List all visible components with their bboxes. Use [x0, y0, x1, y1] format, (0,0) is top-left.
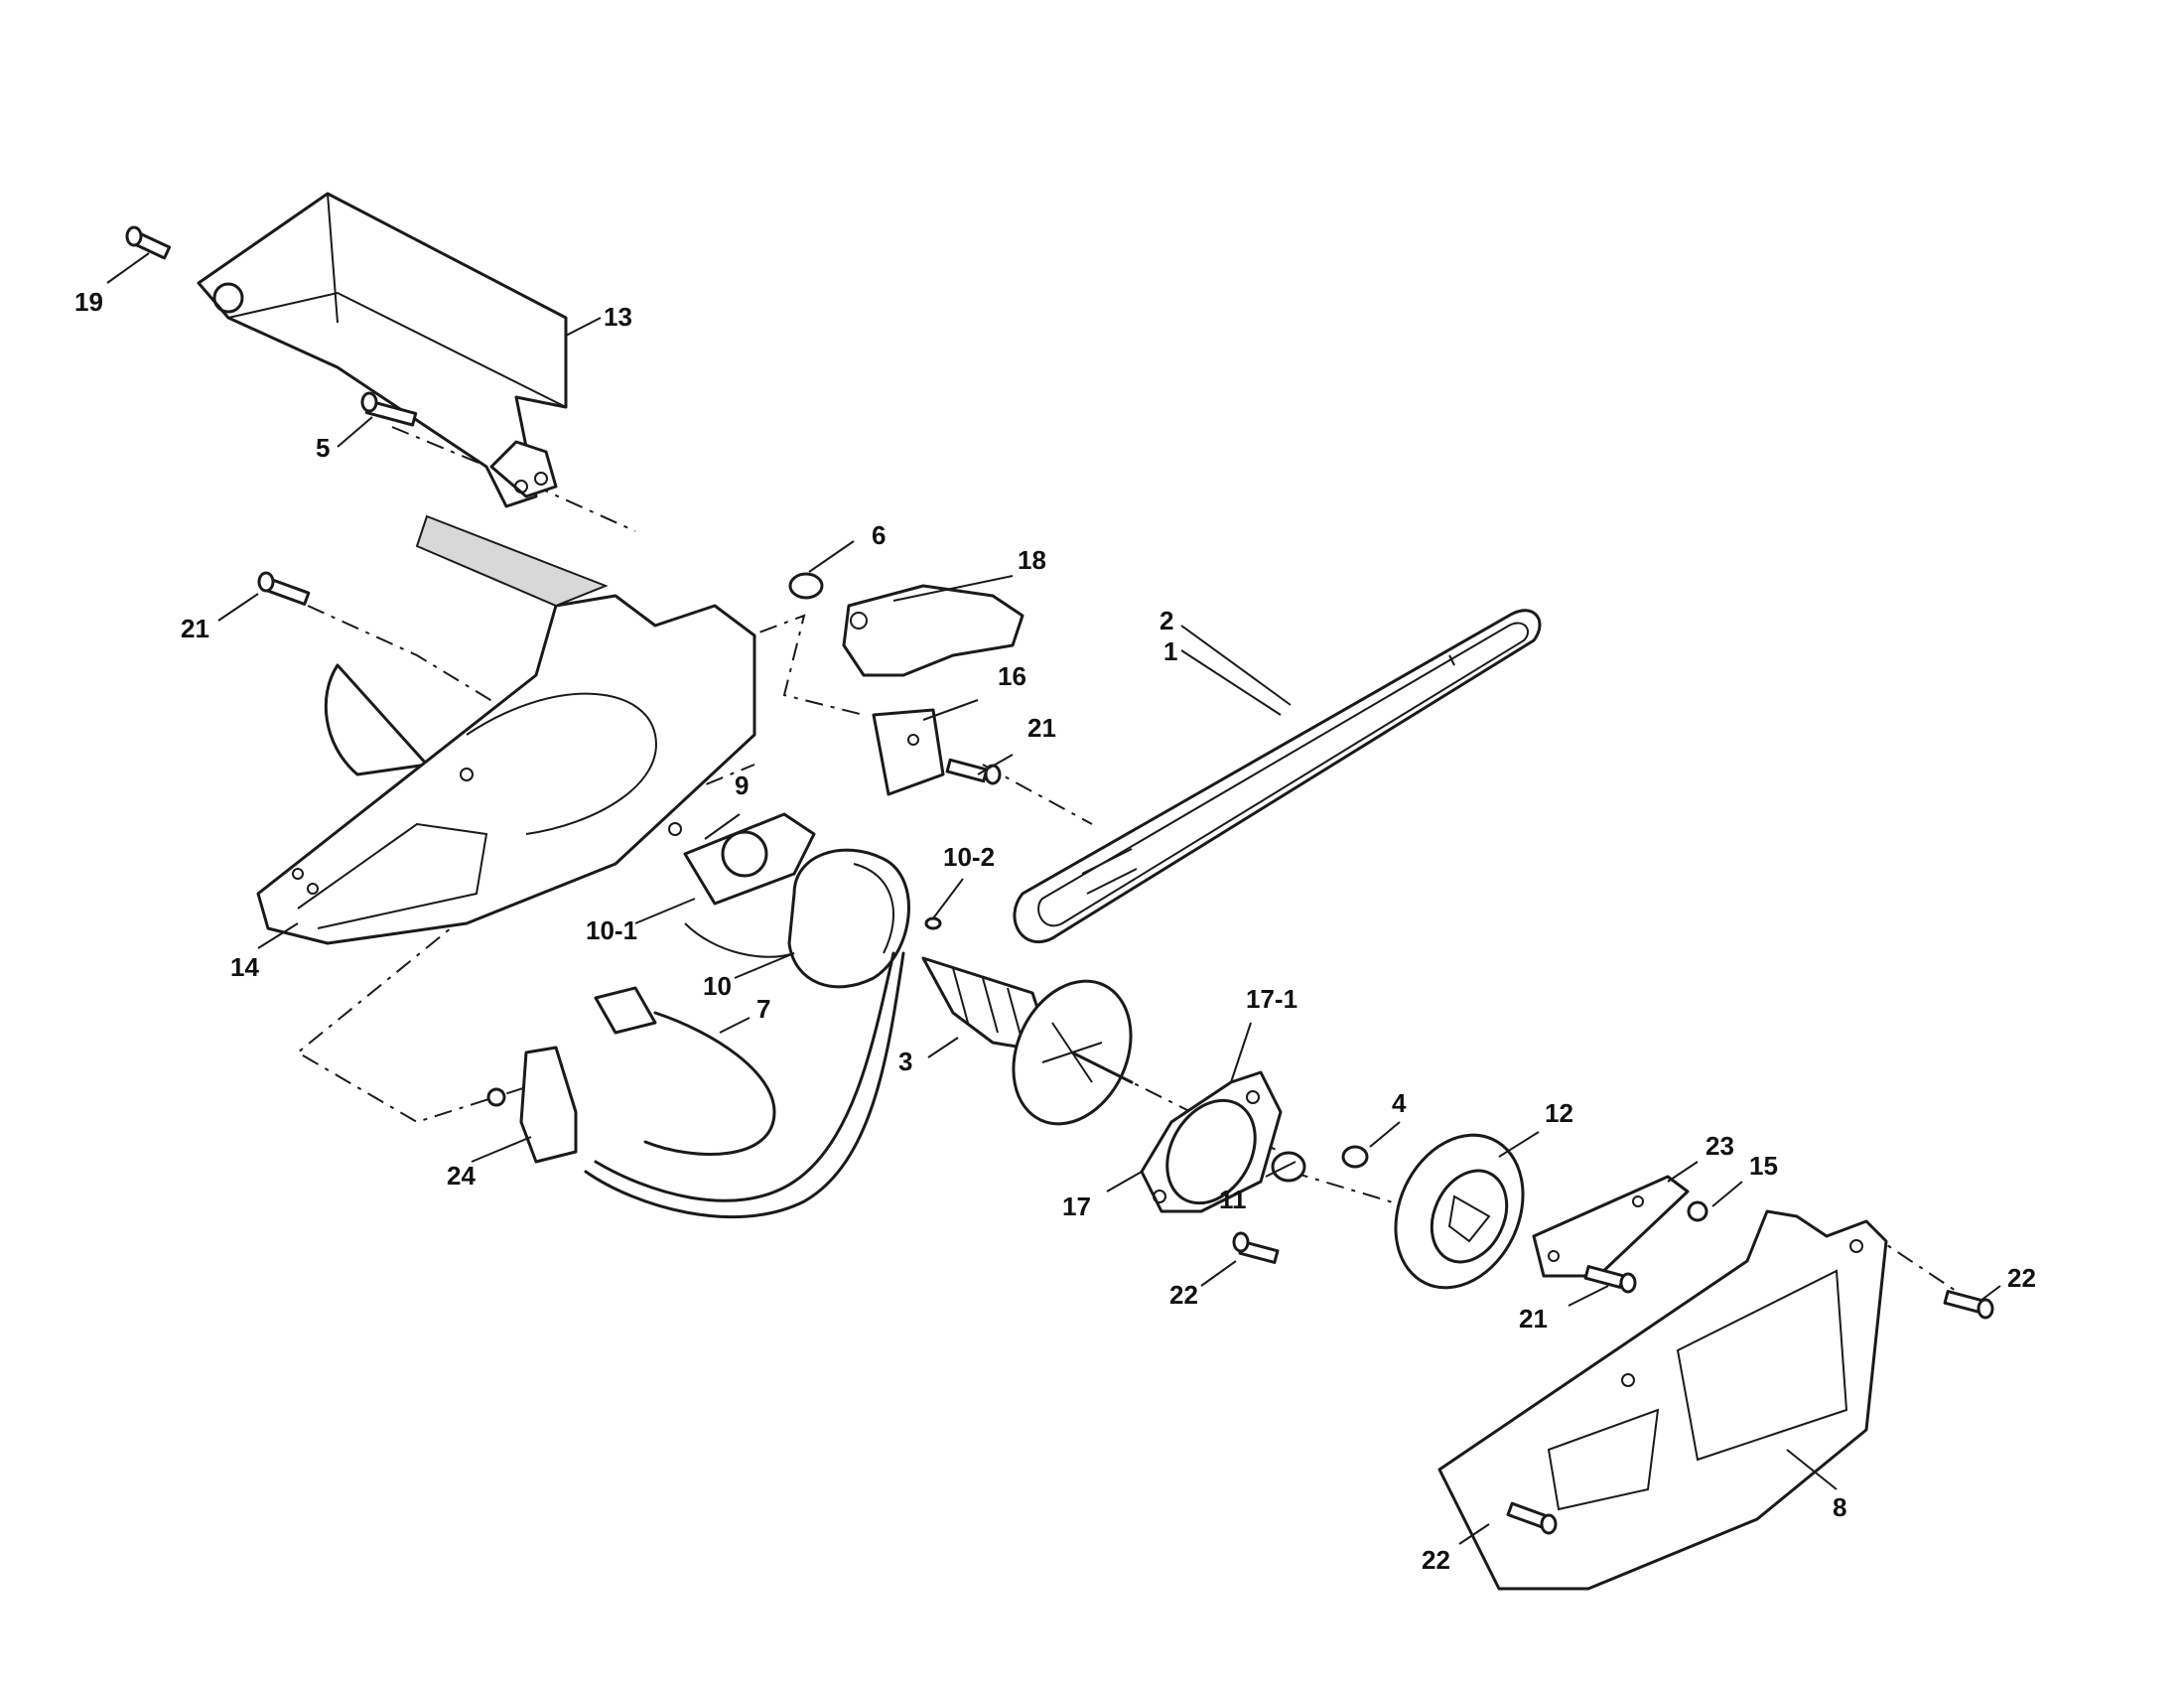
callout-11: 11	[1219, 1185, 1247, 1214]
callout-22-bottom: 22	[1422, 1545, 1450, 1575]
callout-21-lower: 21	[1519, 1304, 1548, 1333]
screw-19	[125, 225, 172, 260]
callout-15: 15	[1749, 1151, 1778, 1181]
callout-6: 6	[872, 520, 886, 550]
callout-22-right: 22	[2007, 1263, 2036, 1293]
screw-21-left	[257, 571, 311, 606]
armature-3	[921, 956, 1134, 1126]
screw-22-lower-center	[1232, 1231, 1280, 1264]
callout-22-center: 22	[1169, 1280, 1198, 1310]
callout-19: 19	[74, 287, 103, 317]
callout-16: 16	[998, 661, 1026, 691]
callout-10-2: 10-2	[943, 842, 995, 872]
screw-21-center	[945, 758, 1002, 785]
callout-9: 9	[735, 771, 749, 800]
chain-guard-cover	[197, 192, 568, 508]
callout-18: 18	[1018, 545, 1046, 575]
bracket-16	[872, 708, 945, 796]
lock-button-6	[788, 572, 824, 600]
callout-10: 10	[703, 971, 732, 1001]
callout-17: 17	[1062, 1192, 1091, 1221]
callout-23: 23	[1706, 1131, 1734, 1161]
clutch-11	[1271, 1151, 1306, 1183]
callout-7: 7	[756, 994, 770, 1024]
power-cord-7	[584, 951, 905, 1219]
screw-5	[360, 391, 418, 427]
callout-14: 14	[230, 952, 259, 982]
screw-22-right	[1943, 1290, 1994, 1320]
switch-block-24	[486, 1046, 578, 1164]
screw-21-lower	[1583, 1265, 1637, 1294]
callout-12: 12	[1545, 1098, 1573, 1128]
callout-5: 5	[316, 433, 330, 463]
callout-21-center: 21	[1027, 713, 1056, 743]
pin-10-2	[924, 916, 942, 930]
callout-labels: 19 13 5 6 18 21 2 1 16 21 9 10-2 10-1 14…	[74, 287, 2036, 1575]
trigger-switch-18	[842, 584, 1024, 677]
plate-23	[1532, 1175, 1690, 1278]
callout-10-1: 10-1	[586, 915, 637, 945]
field-coil-10	[668, 822, 910, 989]
callout-3: 3	[898, 1047, 912, 1076]
callout-8: 8	[1833, 1492, 1846, 1522]
callout-4: 4	[1392, 1088, 1407, 1118]
guide-bar-and-chain	[1013, 609, 1542, 944]
brush-holder-10-1	[683, 812, 816, 906]
sprocket-drum-12	[1394, 1133, 1525, 1290]
nut-15	[1687, 1200, 1708, 1222]
right-sprocket-cover-8	[1437, 1209, 1888, 1591]
callout-24: 24	[447, 1161, 476, 1191]
callout-17-1: 17-1	[1246, 984, 1297, 1014]
left-motor-housing	[256, 514, 756, 945]
callout-13: 13	[604, 302, 632, 332]
callout-2: 2	[1160, 606, 1173, 635]
screw-22-bottom	[1506, 1501, 1558, 1535]
end-bell-17	[1140, 1070, 1283, 1213]
callout-leader-lines	[106, 252, 2001, 1545]
bushing-4	[1341, 1145, 1369, 1169]
callout-21-left: 21	[181, 614, 209, 643]
callout-1: 1	[1163, 636, 1177, 666]
